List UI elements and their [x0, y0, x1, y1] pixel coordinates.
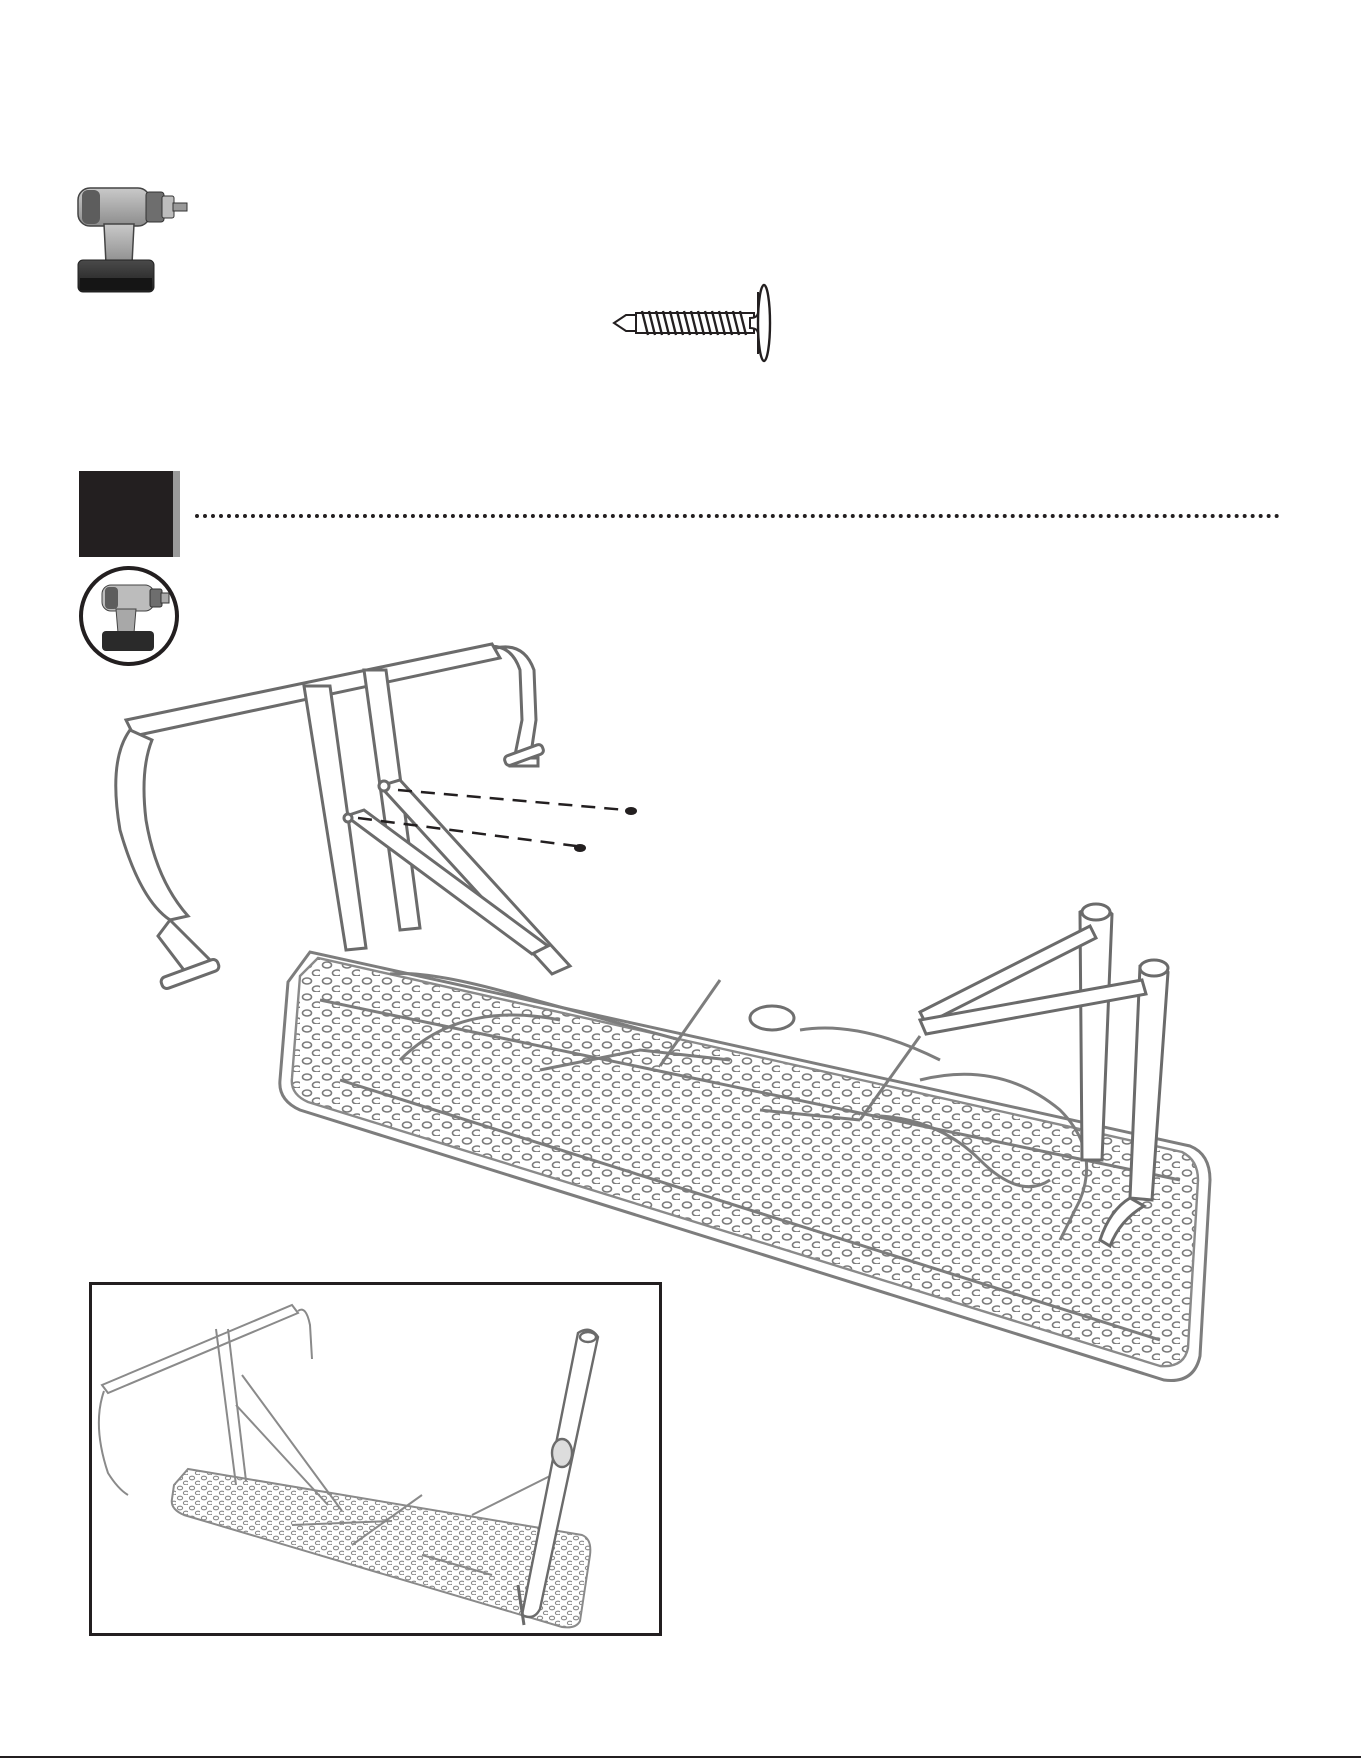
footer-rule	[0, 1756, 1361, 1758]
cordless-drill-icon	[76, 180, 196, 295]
tool-drill	[76, 180, 196, 295]
self-drilling-screw-icon	[612, 282, 772, 364]
hardware-screw	[612, 282, 772, 364]
dotted-separator	[195, 514, 1280, 518]
step-number-badge	[79, 471, 180, 557]
inset-illustration-frame	[89, 1282, 662, 1636]
table-with-brace-closeup-illustration	[92, 1285, 659, 1633]
